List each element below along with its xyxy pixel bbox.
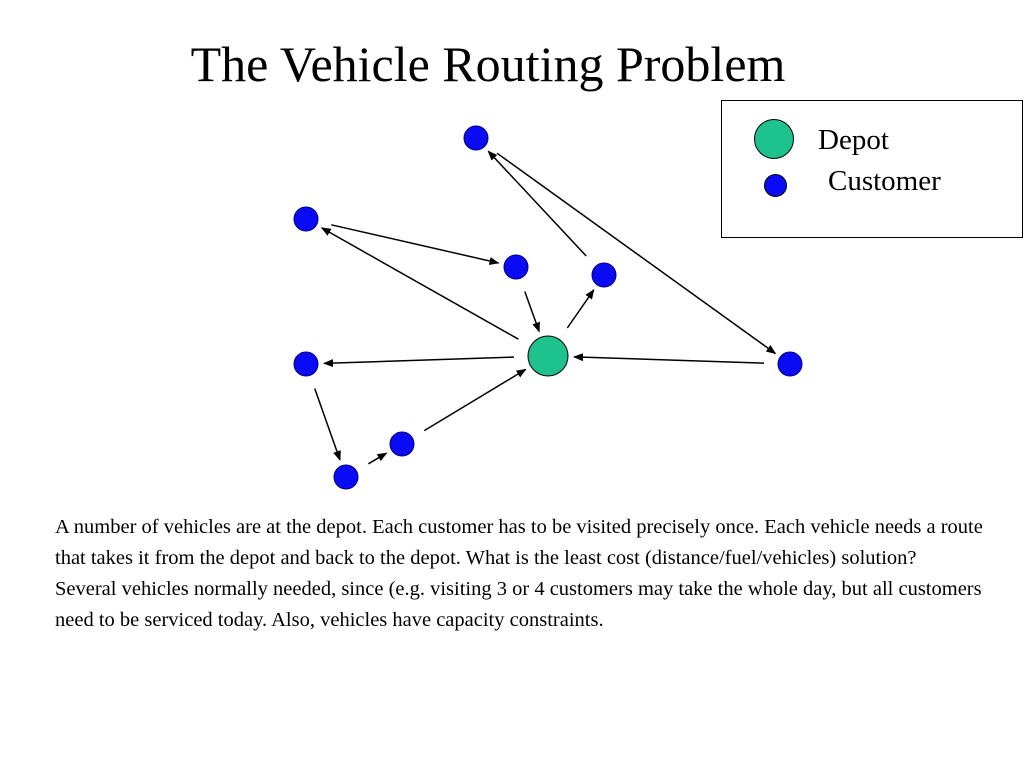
customer-node-c2 xyxy=(503,254,529,280)
legend-customer-label: Customer xyxy=(828,165,941,197)
customer-node-c6 xyxy=(293,351,319,377)
route-edge-c7-to-c8 xyxy=(368,452,388,465)
route-edge-c3-to-c4 xyxy=(487,150,587,257)
legend-depot-label: Depot xyxy=(818,124,889,156)
legend-customer-marker xyxy=(764,174,787,197)
route-edge-c2-to-depot xyxy=(524,291,540,333)
customer-node-c3 xyxy=(591,262,617,288)
route-edge-depot-to-c3 xyxy=(566,288,595,329)
route-edges xyxy=(313,150,777,465)
customer-node-c1 xyxy=(293,206,319,232)
legend-box: Depot Customer xyxy=(721,100,1023,238)
route-edge-c6-to-c7 xyxy=(313,388,341,461)
slide-title: The Vehicle Routing Problem xyxy=(190,36,786,92)
route-nodes xyxy=(293,125,803,490)
route-edge-c1-to-c2 xyxy=(331,224,500,265)
routing-diagram xyxy=(293,125,803,490)
description-paragraph-2: Several vehicles normally needed, since … xyxy=(55,578,982,631)
description-paragraph-1: A number of vehicles are at the depot. E… xyxy=(55,516,983,569)
route-edge-depot-to-c6 xyxy=(323,356,515,368)
problem-description: A number of vehicles are at the depot. E… xyxy=(55,512,1015,636)
route-edge-c5-to-depot xyxy=(573,353,765,364)
customer-node-c8 xyxy=(389,431,415,457)
customer-node-c4 xyxy=(463,125,489,151)
customer-node-c7 xyxy=(333,464,359,490)
route-edge-c4-to-c5 xyxy=(496,152,777,355)
customer-node-c5 xyxy=(777,351,803,377)
route-edge-c8-to-depot xyxy=(423,368,527,432)
legend-depot-marker xyxy=(754,119,794,159)
depot-node xyxy=(527,335,569,377)
route-edge-depot-to-c1 xyxy=(320,227,519,340)
